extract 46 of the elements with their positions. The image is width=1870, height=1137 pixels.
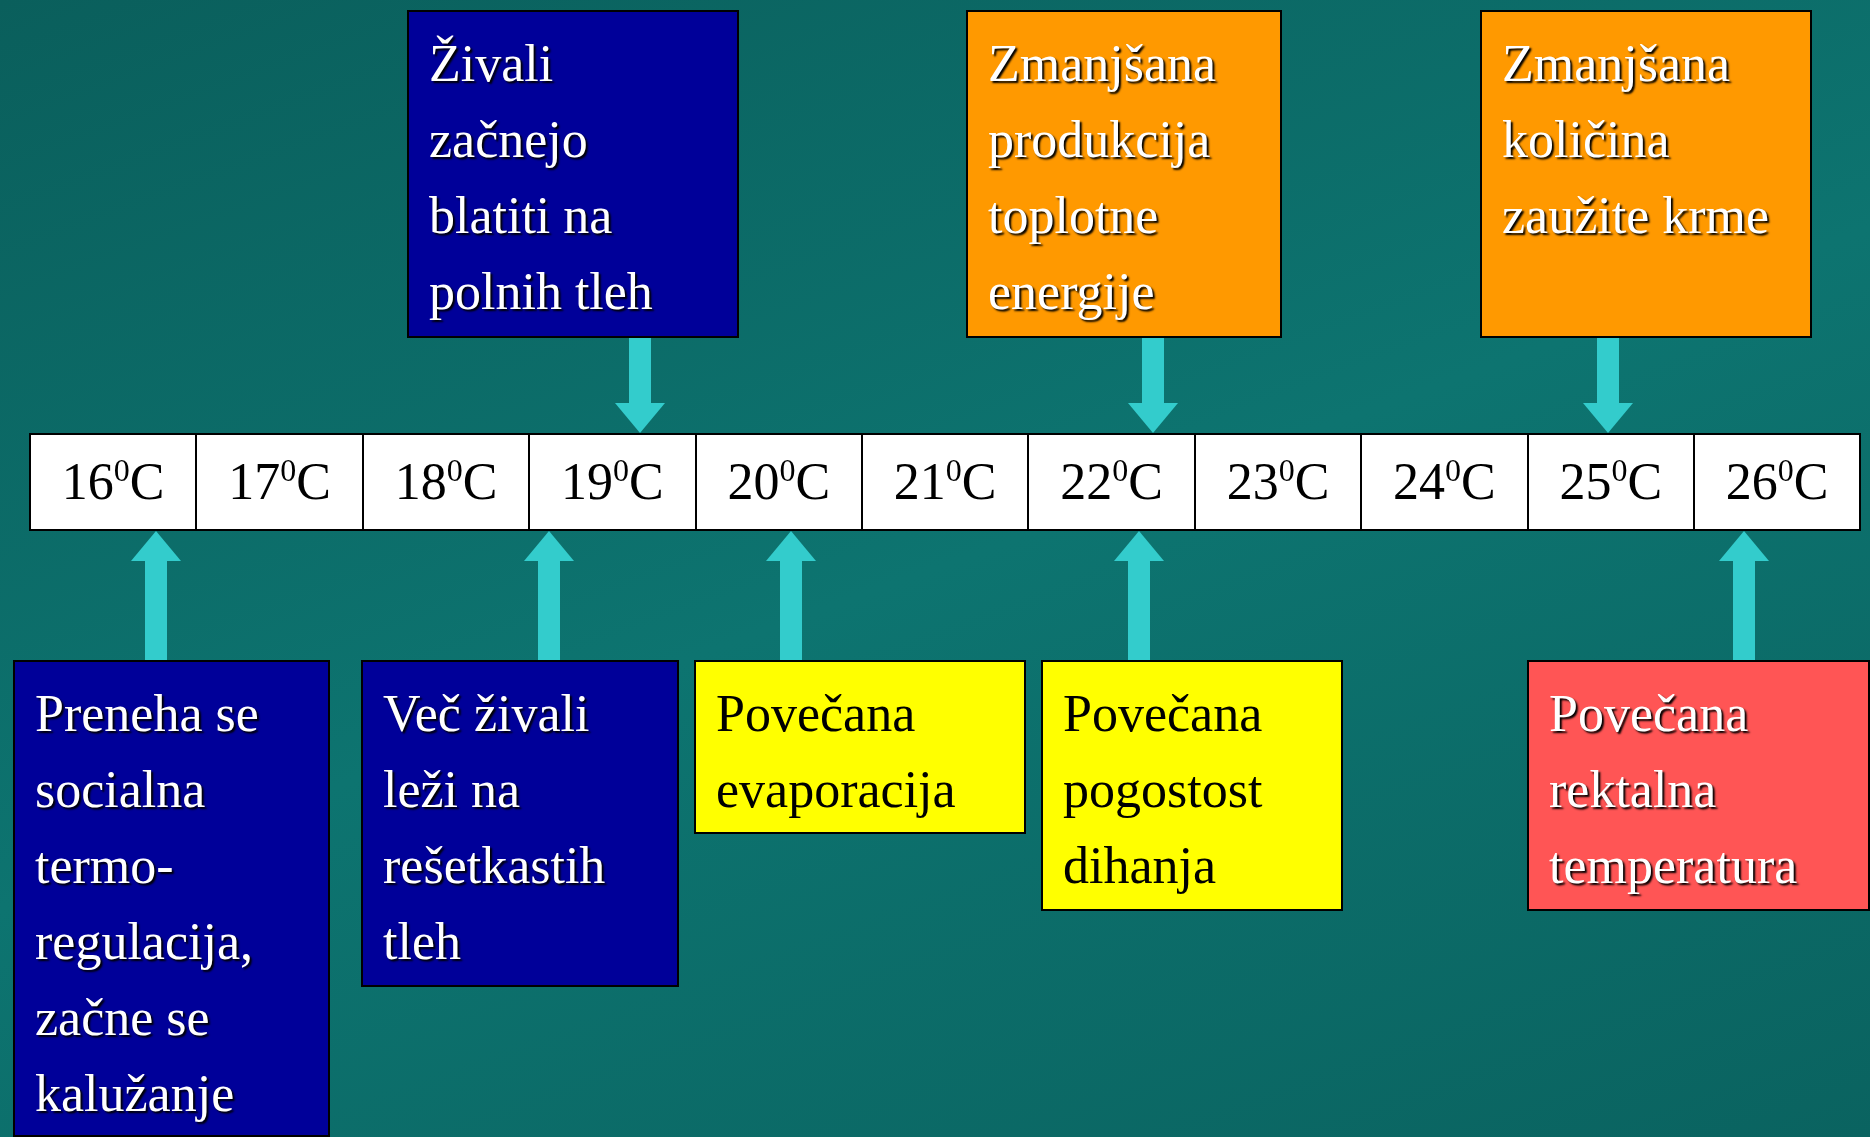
note-box (1480, 10, 1812, 338)
note-text: Živali začnejo blatiti na polnih tleh (429, 35, 653, 320)
temperature-label: 23$^{0}$C (1226, 452, 1330, 512)
temperature-cell (528, 433, 697, 531)
arrow (1128, 338, 1178, 433)
note-text: Preneha se socialna termo-regulacija, začne se kalužanje (35, 685, 259, 1122)
temperature-cell (1693, 433, 1862, 531)
arrow (1583, 338, 1633, 433)
note-text: Več živali leži na rešetkastih tleh (383, 685, 606, 970)
note-box (13, 660, 330, 1137)
temperature-cell (361, 433, 531, 531)
temperature-label: 21$^{0}$C (893, 452, 997, 512)
temperature-label: 18$^{0}$C (394, 452, 498, 512)
note-box (1041, 660, 1343, 911)
temperature-cell (694, 433, 863, 531)
note-text: Povečana rektalna temperatura (1549, 685, 1798, 894)
note-text: Zmanjšana količina zaužite krme (1502, 35, 1770, 244)
arrow (615, 338, 665, 433)
note-box (966, 10, 1282, 338)
temperature-label: 22$^{0}$C (1060, 452, 1163, 512)
temperature-cell (29, 433, 198, 531)
temperature-label: 26$^{0}$C (1725, 452, 1829, 512)
temperature-label: 16$^{0}$C (61, 452, 165, 512)
temperature-label: 17$^{0}$C (228, 452, 331, 512)
temperature-cell (1027, 433, 1196, 531)
arrow (1114, 531, 1164, 660)
arrow (1719, 531, 1769, 660)
temperature-label: 25$^{0}$C (1559, 452, 1663, 512)
temperature-cell (1526, 433, 1695, 531)
note-text: Zmanjšana produkcija toplotne energije (988, 35, 1217, 320)
temperature-cell (195, 433, 364, 531)
note-box (1527, 660, 1870, 911)
temperature-label: 24$^{0}$C (1393, 452, 1496, 512)
temperature-label: 19$^{0}$C (561, 452, 664, 512)
note-text: Povečana evaporacija (716, 685, 956, 818)
temperature-cell (1193, 433, 1363, 531)
note-box (407, 10, 739, 338)
temperature-label: 20$^{0}$C (727, 452, 831, 512)
arrow (524, 531, 574, 660)
note-box (694, 660, 1026, 834)
arrow (131, 531, 181, 660)
note-text: Povečana pogostost dihanja (1063, 685, 1263, 894)
arrow (766, 531, 816, 660)
note-box (361, 660, 679, 987)
temperature-cell (861, 433, 1030, 531)
temperature-cell (1360, 433, 1529, 531)
